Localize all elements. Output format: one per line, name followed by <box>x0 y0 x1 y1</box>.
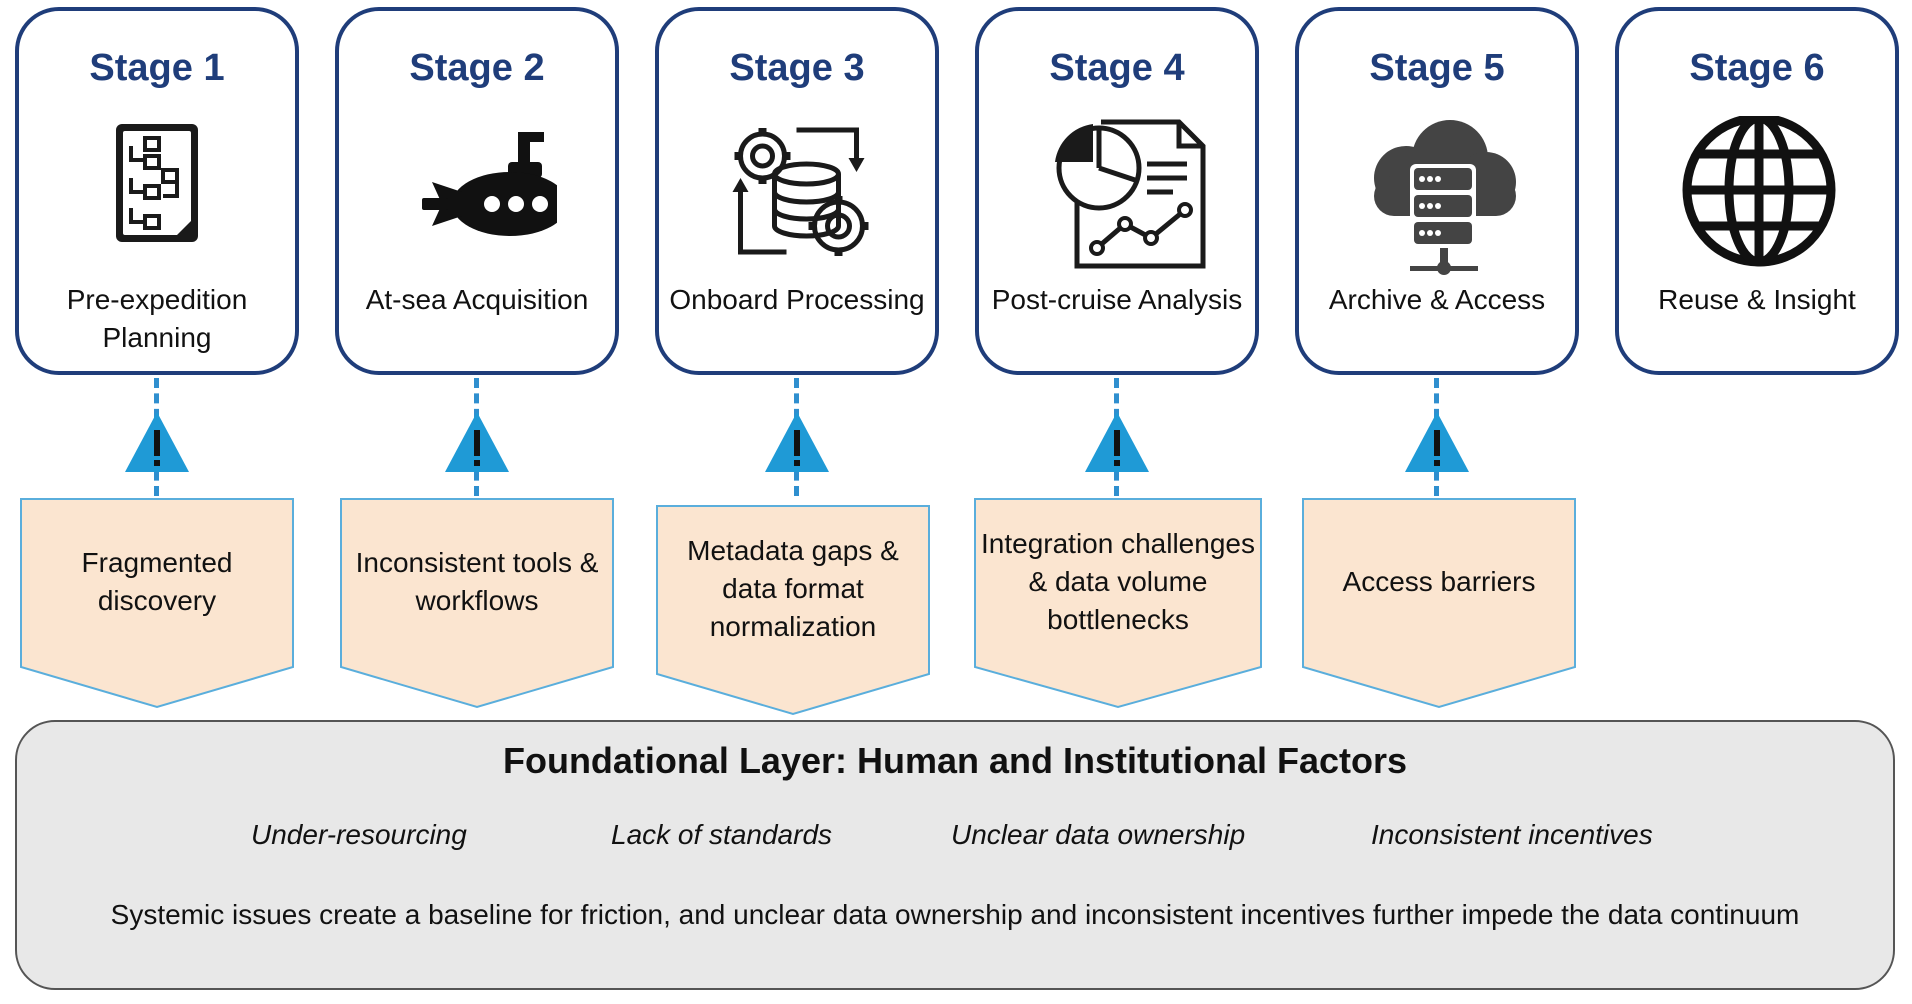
stage-title: Stage 4 <box>1049 47 1185 89</box>
stage-title: Stage 6 <box>1689 47 1825 89</box>
factor-item: Unclear data ownership <box>951 819 1246 850</box>
stage-6-box: Stage 6 Reuse & Insight <box>1615 7 1899 375</box>
stage-label: Archive & Access <box>1328 284 1546 315</box>
foundation-panel: Foundational Layer: Human and Institutio… <box>15 720 1895 990</box>
stage-label: Post-cruise Analysis <box>991 284 1243 315</box>
cloud-server-icon <box>1374 120 1516 275</box>
stage-title: Stage 5 <box>1369 47 1505 89</box>
challenge-text: Metadata gaps & data format normalizatio… <box>687 535 899 642</box>
submarine-icon <box>422 132 557 236</box>
stage-4-box: Stage 4 Post-cruise Analysis <box>975 7 1259 375</box>
stage-label: At-sea Acquisition <box>365 284 589 315</box>
stage-1-box: Stage 1 Pre-expedition Planning <box>15 7 299 375</box>
factor-item: Lack of standards <box>611 819 833 850</box>
stage-title: Stage 2 <box>409 47 545 89</box>
factor-item: Inconsistent incentives <box>1371 819 1653 850</box>
stage-title: Stage 3 <box>729 47 865 89</box>
warning-icon <box>1085 412 1149 472</box>
challenge-box: Metadata gaps & data format normalizatio… <box>655 504 931 716</box>
globe-icon <box>1682 116 1836 267</box>
warning-icon <box>445 412 509 472</box>
challenge-box: Access barriers <box>1301 497 1577 709</box>
warning-icon <box>125 412 189 472</box>
stage-3-box: Stage 3 Onboard Processing <box>655 7 939 375</box>
challenge-text: Integration challenges & data volume bot… <box>981 528 1255 635</box>
stage-label: Onboard Processing <box>669 284 925 315</box>
foundation-description: Systemic issues create a baseline for fr… <box>110 899 1800 930</box>
challenge-text: Fragmented discovery <box>81 547 233 616</box>
stage-title: Stage 1 <box>89 47 225 89</box>
foundation-title: Foundational Layer: Human and Institutio… <box>502 740 1408 781</box>
warning-icon <box>1405 412 1469 472</box>
gears-database-icon <box>732 127 869 256</box>
challenge-box: Fragmented discovery <box>19 497 295 709</box>
challenge-box: Inconsistent tools & workflows <box>339 497 615 709</box>
report-chart-icon <box>1055 119 1206 269</box>
challenge-box: Integration challenges & data volume bot… <box>973 497 1263 709</box>
stage-label: Reuse & Insight <box>1658 284 1856 315</box>
stage-2-box: Stage 2 At-sea Acquisition <box>335 7 619 375</box>
challenge-text: Access barriers <box>1342 566 1536 597</box>
checklist-icon <box>116 124 198 242</box>
stage-5-box: Stage 5 Archive & Access <box>1295 7 1579 375</box>
stage-label: Pre-expedition Planning <box>66 284 248 353</box>
warning-icon <box>765 412 829 472</box>
challenge-text: Inconsistent tools & workflows <box>355 547 599 616</box>
factor-item: Under-resourcing <box>251 819 467 850</box>
